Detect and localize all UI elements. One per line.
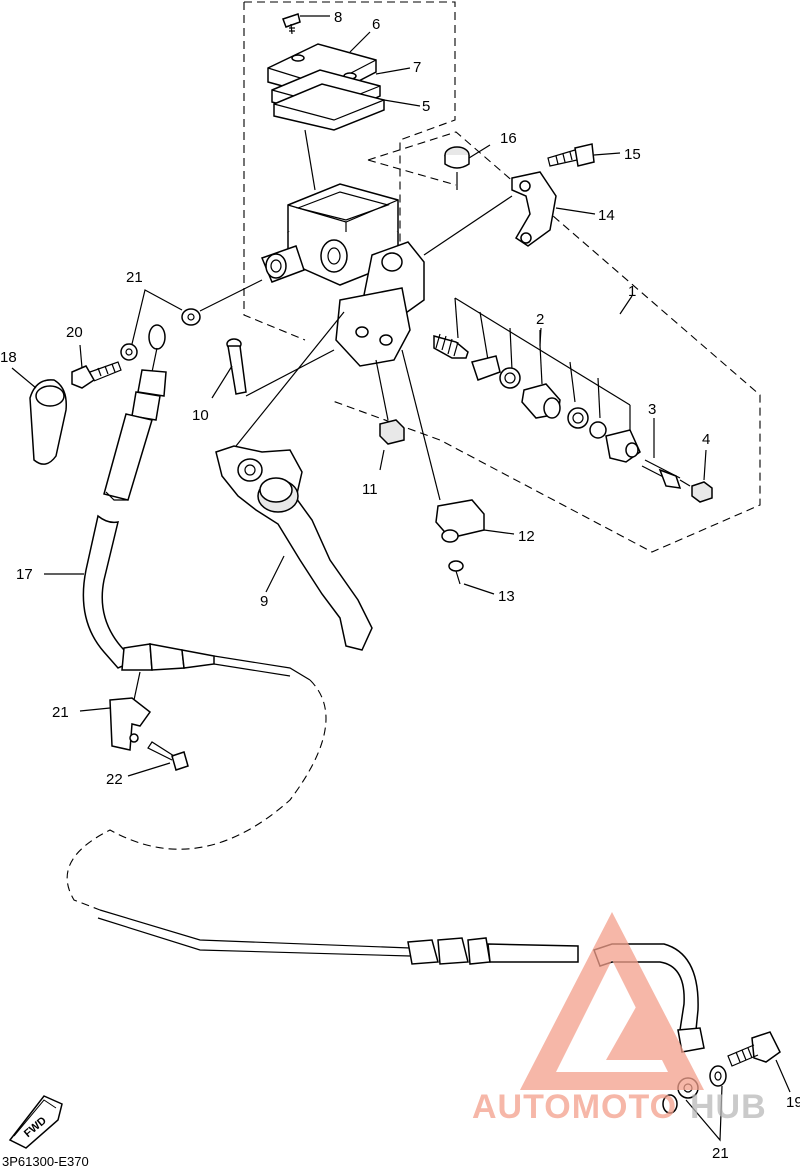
brake-hose-route (66, 679, 705, 1053)
callout-17: 17 (16, 566, 33, 583)
diaphragm-5 (273, 83, 385, 131)
locknut-4 (691, 481, 713, 503)
pivot-bolt-10 (226, 338, 247, 395)
diagram-code: 3P61300-E370 (2, 1154, 89, 1169)
gasket-21-bottom-1 (709, 1065, 727, 1087)
gasket-21-bottom-3 (662, 1094, 678, 1114)
callout-22: 21 (52, 704, 69, 721)
switch-12 (435, 499, 485, 543)
clamp-22 (109, 697, 152, 751)
callout-20: 20 (66, 324, 83, 341)
bolt-23 (147, 741, 189, 771)
callout-13: 13 (498, 588, 515, 605)
pushrod-3 (641, 459, 691, 489)
callout-1: 1 (628, 283, 636, 300)
watermark-logo: AUTOMOTO HUB (472, 912, 767, 1126)
screw-13 (448, 560, 464, 585)
callout-9: 9 (260, 593, 268, 610)
piston-kit-2 (433, 297, 641, 463)
callout-6: 6 (372, 16, 380, 33)
banjo-bolt-20 (71, 361, 122, 389)
callout-8: 8 (334, 9, 342, 26)
banjo-bolt-19 (727, 1031, 781, 1067)
leader-cap-to-body (304, 129, 316, 191)
callout-3: 3 (648, 401, 656, 418)
fwd-arrow-icon: FWD (8, 1095, 63, 1149)
reservoir-group-outline (243, 1, 456, 341)
callout-14: 14 (598, 207, 615, 224)
callout-21-bottom: 21 (712, 1145, 729, 1162)
screw-8 (282, 13, 301, 35)
nut-11 (379, 419, 405, 445)
gasket-21-mid (120, 343, 138, 361)
callout-19: 19 (786, 1094, 800, 1111)
callout-12: 12 (518, 528, 535, 545)
watermark-text-2: HUB (690, 1088, 767, 1126)
gasket-21-top (181, 308, 201, 326)
bolt-15 (547, 143, 595, 167)
watermark-text-1: AUTOMOTO (472, 1088, 677, 1126)
callout-23: 22 (106, 771, 123, 788)
master-cylinder-assembly-outline (329, 131, 761, 553)
brake-hose-17 (82, 324, 311, 681)
callout-18: 18 (0, 349, 17, 366)
callout-7: 7 (413, 59, 421, 76)
plug-16 (444, 146, 470, 169)
callout-5: 5 (422, 98, 430, 115)
callout-4: 4 (702, 431, 710, 448)
rubber-cap-18 (29, 379, 67, 465)
master-cylinder-body (261, 183, 425, 367)
bracket-14 (511, 171, 557, 247)
callout-2: 2 (536, 311, 544, 328)
brake-lever-9 (215, 445, 373, 651)
callout-16: 16 (500, 130, 517, 147)
callout-21-top: 21 (126, 269, 143, 286)
callout-15: 15 (624, 146, 641, 163)
callout-11: 11 (362, 481, 378, 498)
callout-10: 10 (192, 407, 209, 424)
